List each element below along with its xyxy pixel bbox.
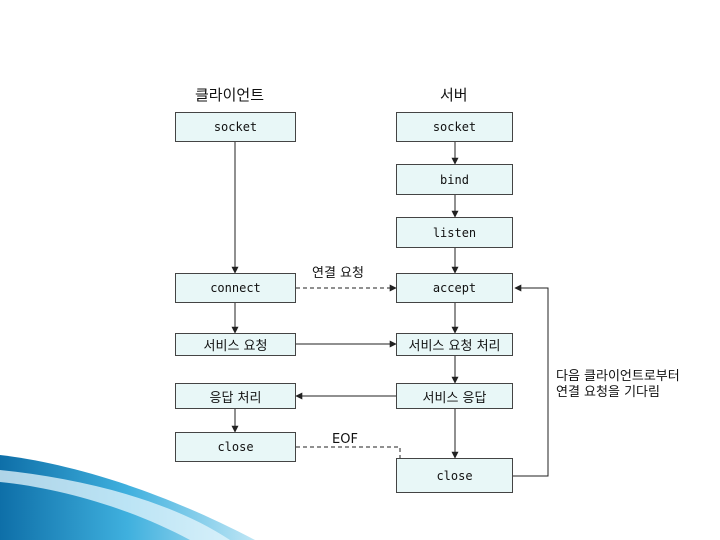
note-line-1: 다음 클라이언트로부터 (556, 369, 680, 384)
server-bind-box: bind (396, 164, 513, 195)
server-service-response-box: 서비스 응답 (396, 383, 513, 409)
server-header: 서버 (440, 86, 468, 104)
client-socket-box: socket (175, 112, 296, 142)
arrow-eof (296, 446, 404, 469)
client-response-handling-box: 응답 처리 (175, 383, 296, 409)
wait-next-client-note: 다음 클라이언트로부터 연결 요청을 기다림 (556, 369, 680, 401)
decorative-wave-highlight (0, 470, 230, 540)
server-close-box: close (396, 458, 513, 493)
client-header: 클라이언트 (195, 86, 265, 104)
connection-request-label: 연결 요청 (312, 266, 364, 281)
eof-label: EOF (332, 432, 358, 447)
client-connect-box: connect (175, 273, 296, 303)
server-accept-box: accept (396, 273, 513, 303)
client-service-request-box: 서비스 요청 (175, 333, 296, 356)
server-socket-box: socket (396, 112, 513, 142)
server-service-processing-box: 서비스 요청 처리 (396, 333, 513, 356)
note-line-2: 연결 요청을 기다림 (556, 385, 660, 400)
client-close-box: close (175, 432, 296, 462)
arrow-loop-back (513, 284, 549, 477)
server-listen-box: listen (396, 217, 513, 248)
